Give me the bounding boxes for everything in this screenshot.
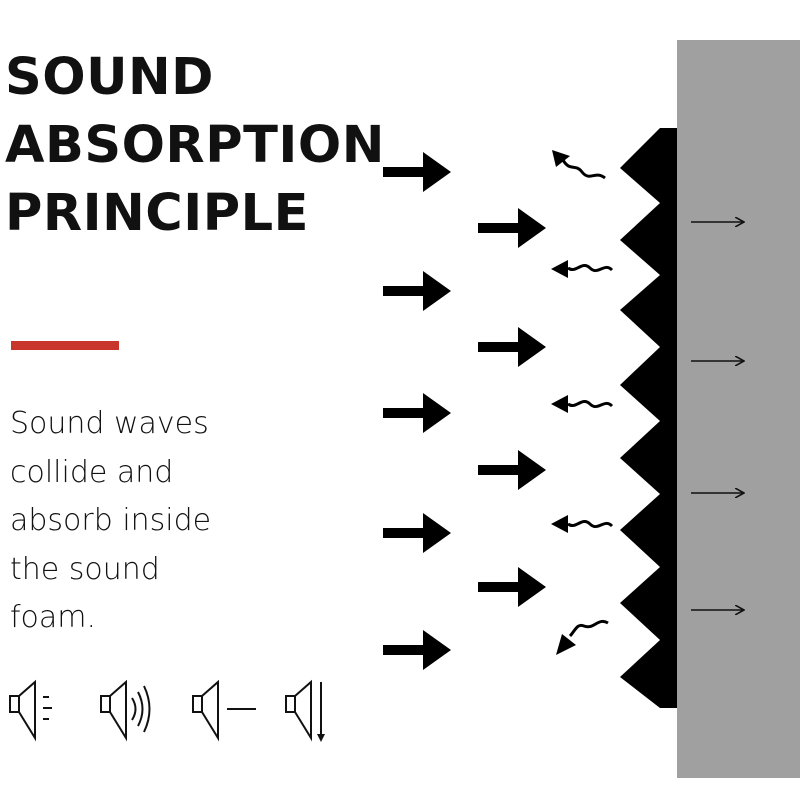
bold-arrow-icon (478, 327, 546, 367)
reflected-waves (551, 150, 614, 655)
wavy-arrow-icon (551, 260, 614, 278)
wall (677, 40, 800, 778)
wavy-arrow-icon (552, 150, 606, 180)
bold-arrow-icon (383, 271, 451, 311)
description-line-2: collide and (10, 454, 174, 490)
title-line-3: PRINCIPLE (5, 184, 309, 243)
accent-divider (11, 341, 119, 350)
speaker-absorb-icon (285, 679, 325, 742)
transmitted-arrows (691, 222, 744, 610)
description-line-5: foam. (10, 600, 97, 635)
wavy-arrow-icon (551, 395, 614, 413)
title-line-1: SOUND (5, 48, 215, 107)
speaker-line-icon (192, 679, 256, 742)
wavy-arrow-icon (551, 515, 614, 533)
bold-arrow-icon (383, 513, 451, 553)
sound-foam (620, 128, 677, 708)
incoming-arrows (383, 152, 546, 670)
speaker-dashes-icon (9, 679, 52, 742)
bold-arrow-icon (478, 450, 546, 490)
description-line-1: Sound waves (10, 406, 209, 441)
wavy-arrow-icon (556, 620, 609, 655)
bold-arrow-icon (478, 208, 546, 248)
bold-arrow-icon (478, 567, 546, 607)
description: Sound waves collide and absorb inside th… (10, 400, 211, 643)
legend-icons (9, 679, 325, 742)
speaker-waves-icon (100, 679, 151, 742)
title-line-2: ABSORPTION (5, 116, 385, 175)
bold-arrow-icon (383, 152, 451, 192)
bold-arrow-icon (383, 630, 451, 670)
description-line-3: absorb inside (10, 503, 212, 538)
bold-arrow-icon (383, 393, 451, 433)
description-line-4: the sound (10, 551, 160, 587)
